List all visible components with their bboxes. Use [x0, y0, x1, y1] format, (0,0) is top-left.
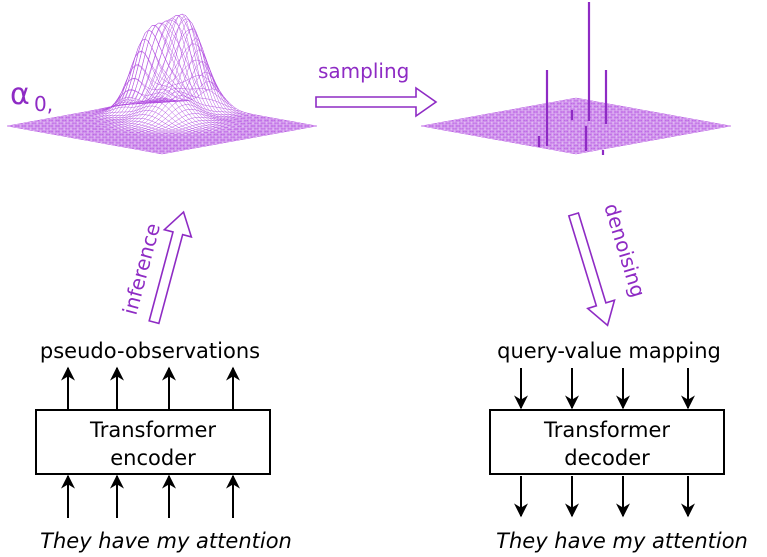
sampling-arrow — [315, 86, 438, 118]
inference-label: inference — [118, 221, 165, 318]
transformer-encoder-block — [35, 409, 271, 475]
sampled-sparse-surface — [420, 2, 732, 155]
decoder-title-line1: Transformer — [543, 418, 670, 442]
encoder-title-line2: encoder — [110, 446, 196, 470]
inference-arrow — [148, 210, 193, 325]
decoder-output-arrows — [514, 476, 695, 518]
dirichlet-density-surface — [6, 13, 318, 155]
pseudo-observations-label: pseudo-observations — [40, 339, 260, 363]
alpha-symbol: α — [10, 77, 30, 112]
encoder-input-caption: They have my attention — [40, 529, 292, 553]
sampling-label: sampling — [318, 59, 409, 83]
surface-mesh — [420, 97, 732, 155]
query-value-mapping-label: query-value mapping — [497, 339, 721, 363]
decoder-output-caption: They have my attention — [496, 529, 748, 553]
decoder-input-arrows — [514, 368, 695, 410]
encoder-title-line1: Transformer — [89, 418, 216, 442]
denoising-label: denoising — [599, 200, 650, 300]
surface-mesh — [6, 13, 318, 155]
encoder-output-arrows — [61, 366, 240, 410]
alpha-subscript: 0, — [34, 92, 53, 116]
denoising-arrow — [567, 211, 616, 327]
transformer-decoder-block — [489, 409, 725, 475]
decoder-title-line2: decoder — [564, 446, 650, 470]
encoder-input-arrows — [61, 474, 240, 518]
